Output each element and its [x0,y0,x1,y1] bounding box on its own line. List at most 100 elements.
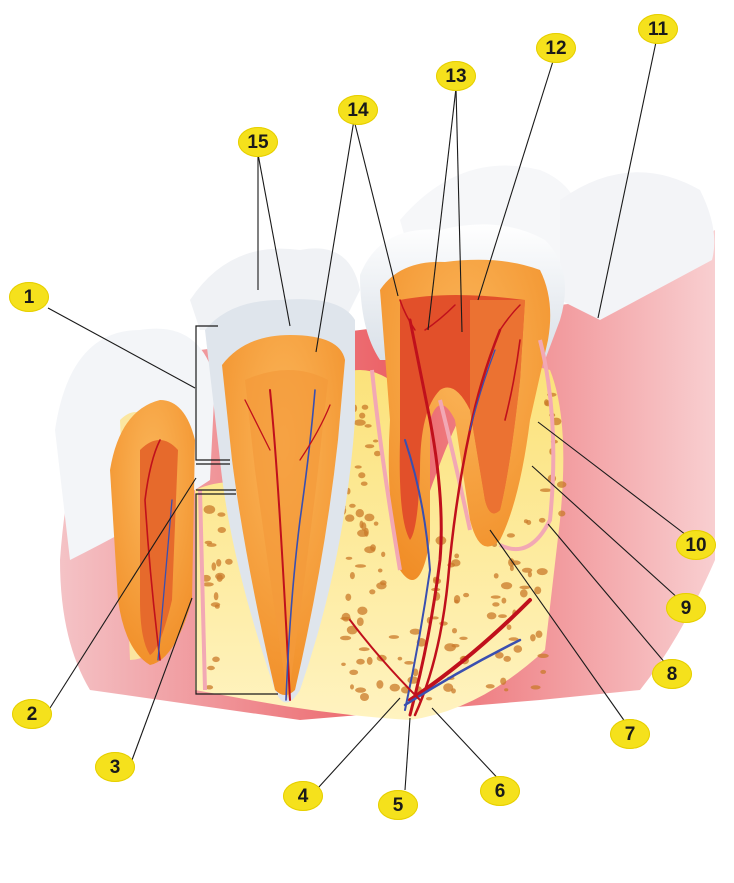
bone-spot [451,688,456,694]
label-7: 7 [610,719,650,749]
bone-spot [356,658,365,665]
bone-spot [361,522,367,531]
bone-spot [544,399,549,406]
bone-spot [211,562,217,571]
vessel [408,598,532,702]
vessel [413,328,502,717]
bone-spot [503,655,512,662]
periodontal-ligament [198,339,556,691]
bone-spot [341,612,351,622]
leader-line [597,41,657,319]
bone-spot [519,585,531,590]
bone-spot [558,510,566,517]
bone-spot [217,527,226,533]
vessel [424,304,456,331]
label-15: 15 [238,127,278,157]
bone-spot [397,656,403,661]
vessel [469,349,496,431]
bone-spot [539,488,552,493]
bone-spot [521,567,533,573]
bone-spot [500,677,507,685]
bone-spot [431,616,439,620]
vessel [408,318,443,717]
bone-spot [530,685,541,690]
bone-spot [349,503,356,508]
bone-spot [404,661,414,665]
bone-spot [357,529,369,537]
bone-spot [205,685,214,690]
vessel [499,304,521,331]
bone-spot [463,592,470,598]
bone-spot [217,512,226,517]
bone-spot [536,568,548,576]
label-8: 8 [652,659,692,689]
leader-line [404,717,411,791]
leader-lines [47,41,691,791]
bone-spot [364,424,372,428]
leader-line [489,529,629,727]
bone-spot [345,514,355,522]
label-13: 13 [436,61,476,91]
bone-spot [374,450,381,457]
bone-spot [355,687,367,693]
label-10: 10 [676,530,716,560]
bone-spot [372,439,379,443]
bone-spot [361,404,369,410]
bone-spot [354,564,367,568]
label-11: 11 [638,14,678,44]
bone-spot [526,520,532,525]
bone-spot [202,582,214,587]
bone-spot [495,652,504,659]
bone-spot [215,572,226,580]
bone-spot [358,647,370,652]
bone-spot [388,635,400,639]
vessel [349,619,421,701]
bone-spot [426,697,433,701]
leader-line [353,119,399,297]
bone-spot [366,656,373,665]
bone-spot [340,635,352,641]
bone-spot [364,513,375,522]
bone-spot [357,606,368,615]
leader-line [547,523,667,665]
bone-spot [509,565,514,572]
bone-spot [212,656,220,663]
bone-spot [377,568,383,573]
bone-spot [389,683,400,692]
bone-spot [349,572,355,580]
leader-line [47,307,196,389]
bone-spot [225,558,233,565]
bone-spot [360,481,368,486]
bone-spot [486,612,497,620]
bone-spot [453,595,461,604]
bone-spot [504,688,509,692]
bone-spot [341,662,346,666]
label-4: 4 [283,781,323,811]
bone-spot [360,693,369,701]
bone-spot [538,517,546,523]
leader-line [427,87,457,331]
bone-spot [493,573,499,579]
bone-spot [501,597,507,604]
vessel [404,439,432,711]
bone-spot [356,617,364,626]
bone-spot [451,559,461,567]
bone-spot [527,571,533,578]
bone-spot [213,592,219,601]
vessel [504,339,521,421]
leader-line [477,57,555,301]
bone-spot [207,665,215,671]
bone-spot [206,543,217,547]
bone-spot [350,684,354,690]
bone-spot [490,595,501,599]
vessel [285,389,316,701]
bone-spot [508,558,515,567]
bone-spot [506,624,512,630]
leader-line [315,119,355,353]
blood-vessels [144,299,532,717]
bone-spot [513,645,523,653]
bone-spot [540,669,547,674]
bone-spot [203,505,216,514]
